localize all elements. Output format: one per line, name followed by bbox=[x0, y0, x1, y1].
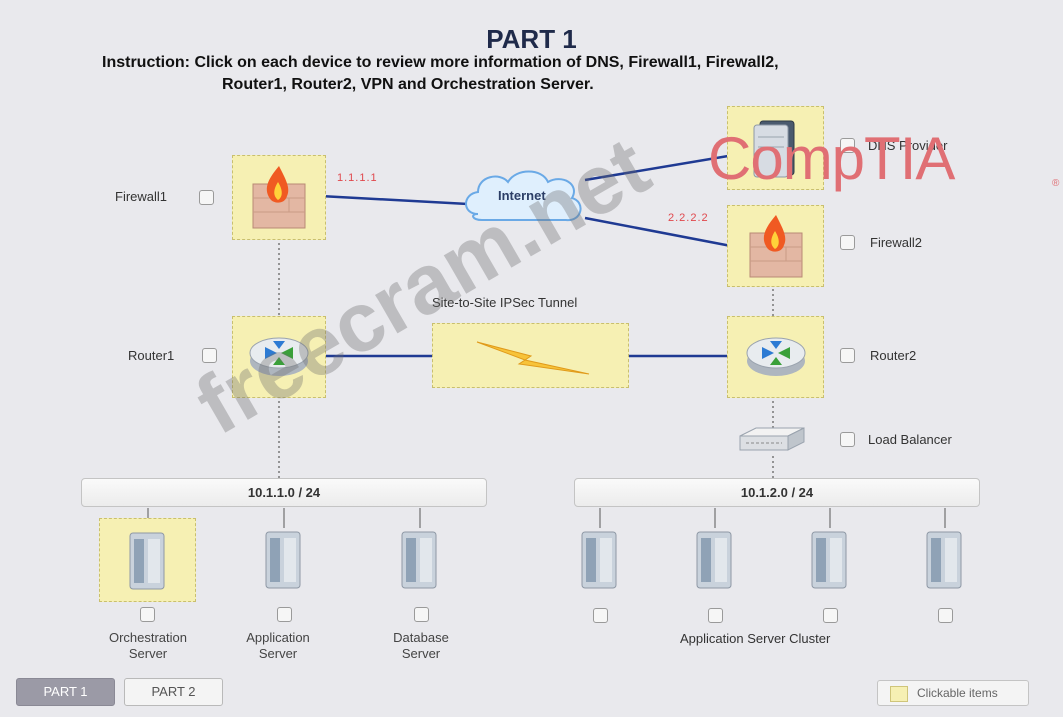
application-server-device bbox=[236, 518, 331, 600]
internet-fw2-link bbox=[584, 216, 753, 252]
database-server-device bbox=[372, 518, 467, 600]
registered-mark: ® bbox=[1052, 178, 1060, 189]
server-icon bbox=[753, 120, 795, 178]
orchestration-server-label: Orchestration Server bbox=[108, 630, 188, 661]
legend-swatch bbox=[890, 686, 908, 702]
instruction-line-1: Instruction: Click on each device to rev… bbox=[102, 54, 779, 71]
router2-label: Router2 bbox=[870, 348, 917, 363]
orchestration-server-checkbox[interactable] bbox=[140, 607, 155, 622]
router-icon bbox=[249, 337, 309, 376]
page-title: PART 1 bbox=[486, 24, 577, 54]
fw1-internet-link bbox=[319, 194, 469, 206]
database-server-checkbox[interactable] bbox=[414, 607, 429, 622]
legend-text: Clickable items bbox=[917, 686, 998, 700]
firewall-icon bbox=[252, 166, 306, 229]
firewall2-label: Firewall2 bbox=[870, 235, 923, 250]
firewall1-checkbox[interactable] bbox=[199, 190, 214, 205]
vpn-tunnel[interactable] bbox=[432, 323, 629, 388]
dns-provider-label: DNS Provider bbox=[868, 138, 948, 153]
cloud-icon bbox=[465, 170, 582, 222]
router2-device[interactable] bbox=[727, 316, 824, 398]
lightning-icon bbox=[476, 341, 590, 375]
load-balancer-checkbox[interactable] bbox=[840, 432, 855, 447]
lan-right-subnet: 10.1.2.0 / 24 bbox=[574, 478, 980, 507]
cluster-server-3-checkbox[interactable] bbox=[823, 608, 838, 623]
firewall2-checkbox[interactable] bbox=[840, 235, 855, 250]
firewall1-ip: 1.1.1.1 bbox=[337, 172, 378, 184]
internet-dns-link bbox=[584, 150, 753, 182]
router1-device[interactable] bbox=[232, 316, 326, 398]
dns-provider-checkbox[interactable] bbox=[840, 138, 855, 153]
server-icon bbox=[401, 531, 437, 589]
dns-provider-device[interactable] bbox=[727, 106, 824, 190]
load-balancer-icon bbox=[739, 427, 805, 451]
application-server-label: Application Server bbox=[246, 630, 310, 661]
legend: Clickable items bbox=[877, 680, 1029, 706]
server-icon bbox=[581, 531, 617, 589]
internet-cloud: Internet bbox=[458, 162, 590, 232]
firewall-icon bbox=[749, 215, 803, 278]
internet-label: Internet bbox=[498, 188, 546, 203]
router2-checkbox[interactable] bbox=[840, 348, 855, 363]
router1-checkbox[interactable] bbox=[202, 348, 217, 363]
cluster-server-4-checkbox[interactable] bbox=[938, 608, 953, 623]
lan-left-subnet: 10.1.1.0 / 24 bbox=[81, 478, 487, 507]
router-icon bbox=[746, 337, 806, 376]
firewall2-ip: 2.2.2.2 bbox=[668, 212, 709, 224]
database-server-label: Database Server bbox=[393, 630, 449, 661]
server-icon bbox=[811, 531, 847, 589]
firewall1-device[interactable] bbox=[232, 155, 326, 240]
firewall1-label: Firewall1 bbox=[115, 189, 168, 204]
load-balancer-label: Load Balancer bbox=[868, 432, 952, 447]
cluster-server-2-checkbox[interactable] bbox=[708, 608, 723, 623]
server-icon bbox=[265, 531, 301, 589]
application-server-cluster-label: Application Server Cluster bbox=[680, 631, 831, 646]
cluster-server-1-checkbox[interactable] bbox=[593, 608, 608, 623]
tab-part-2[interactable]: PART 2 bbox=[124, 678, 223, 706]
tab-part-1[interactable]: PART 1 bbox=[16, 678, 115, 706]
application-server-checkbox[interactable] bbox=[277, 607, 292, 622]
comptia-logo: CompTIA bbox=[708, 125, 955, 192]
firewall2-device[interactable] bbox=[727, 205, 824, 287]
server-icon bbox=[129, 532, 165, 590]
server-icon bbox=[696, 531, 732, 589]
vpn-label: Site-to-Site IPSec Tunnel bbox=[432, 295, 578, 310]
orchestration-server-device[interactable] bbox=[99, 518, 196, 602]
router1-label: Router1 bbox=[128, 348, 175, 363]
server-icon bbox=[926, 531, 962, 589]
instruction-line-2: Router1, Router2, VPN and Orchestration … bbox=[222, 76, 594, 93]
